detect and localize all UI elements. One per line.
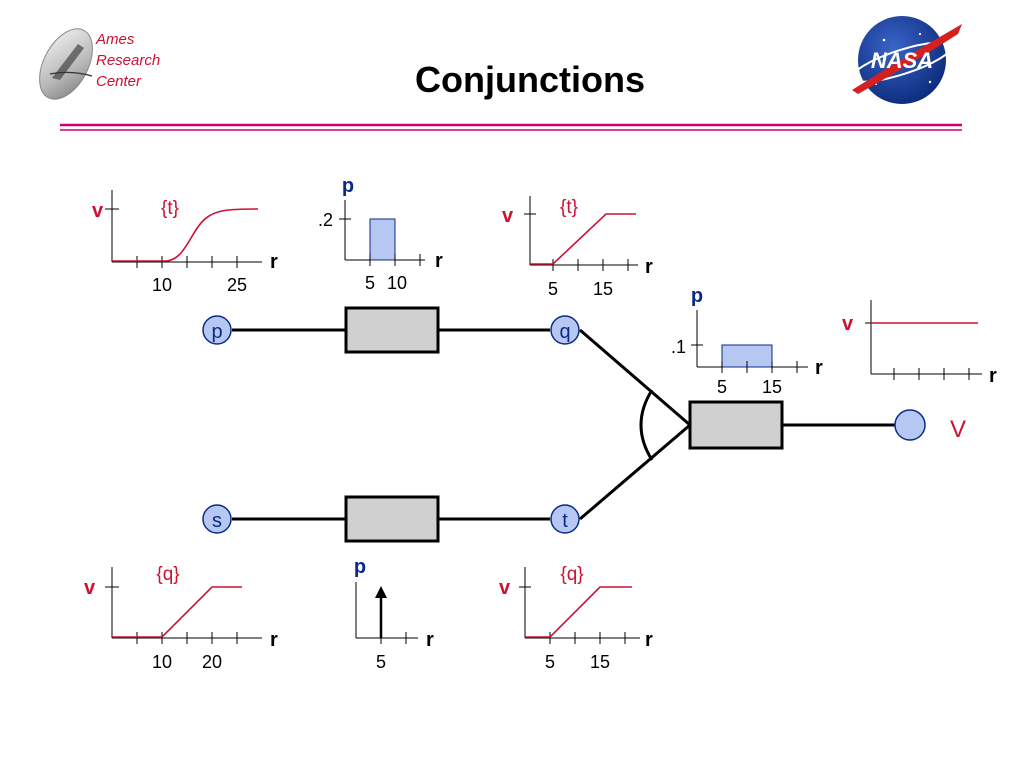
process-box-bottom (344, 495, 440, 543)
value-curve (112, 208, 259, 262)
plot-xlabel: r (989, 365, 997, 387)
ames-logo-line-2: Research (96, 52, 160, 69)
plot-set-label: {q} (156, 564, 179, 585)
ames-logo-line-1: Ames (95, 31, 135, 48)
node-q: q (550, 315, 580, 345)
and-gate-arc (639, 389, 654, 461)
process-box-top (344, 306, 440, 354)
network-wires (232, 328, 896, 521)
process-box-conjunction (688, 400, 784, 450)
probability-bar (369, 218, 396, 261)
tick-label: 15 (593, 279, 613, 299)
plot-xlabel: r (645, 629, 653, 651)
plot-ylabel: v (92, 200, 104, 222)
plot-set-label: {t} (560, 197, 578, 218)
plot-ylabel: p (691, 285, 703, 307)
plot-bottom-left: v r {q} 10 20 (84, 564, 278, 672)
plot-bottom-right: v r {q} 5 15 (499, 564, 653, 672)
value-curve (530, 213, 636, 265)
value-curve (112, 586, 242, 638)
plot-ylabel: v (842, 313, 854, 335)
node-p-label: p (211, 321, 222, 343)
tick-label: 15 (762, 377, 782, 397)
tick-label: 5 (365, 273, 375, 293)
plot-right-middle: p r .1 5 15 (671, 285, 823, 397)
tick-label: 10 (152, 652, 172, 672)
plot-right-top: v r (842, 300, 997, 387)
plot-top-middle: p r .2 5 10 (318, 175, 443, 293)
ames-logo-line-3: Center (96, 73, 142, 90)
node-output (894, 409, 926, 441)
tick-label: 20 (202, 652, 222, 672)
plot-xlabel: r (645, 256, 653, 278)
value-curve (525, 586, 632, 638)
plot-xlabel: r (435, 250, 443, 272)
ytick-label: .1 (671, 337, 686, 357)
node-s-label: s (212, 510, 222, 532)
tick-label: 10 (387, 273, 407, 293)
tick-label: 10 (152, 275, 172, 295)
plot-xlabel: r (270, 251, 278, 273)
plot-xlabel: r (426, 629, 434, 651)
plot-ylabel: v (499, 577, 511, 599)
ames-logo: Ames Research Center (39, 28, 160, 100)
output-label-V: V (950, 416, 966, 443)
header-divider (60, 123, 962, 131)
node-q-label: q (559, 321, 570, 343)
plot-top-right: v r {t} 5 15 (502, 196, 653, 299)
node-t: t (550, 504, 580, 534)
plot-ylabel: p (354, 556, 366, 578)
tick-label: 5 (717, 377, 727, 397)
tick-label: 15 (590, 652, 610, 672)
tick-label: 5 (376, 652, 386, 672)
tick-label: 5 (545, 652, 555, 672)
nasa-logo: NASA (851, 16, 962, 104)
node-p: p (202, 315, 232, 345)
plot-ylabel: v (502, 205, 514, 227)
tick-label: 25 (227, 275, 247, 295)
page-title: Conjunctions (415, 59, 645, 100)
node-t-label: t (562, 510, 568, 532)
plot-ylabel: p (342, 175, 354, 197)
nasa-logo-text: NASA (871, 48, 933, 73)
plot-xlabel: r (815, 357, 823, 379)
plot-top-left: v r {t} 10 25 (92, 190, 278, 295)
ytick-label: .2 (318, 210, 333, 230)
plot-xlabel: r (270, 629, 278, 651)
tick-label: 5 (548, 279, 558, 299)
plot-bottom-middle: p r 5 (354, 556, 434, 672)
plot-set-label: {t} (161, 198, 179, 219)
node-s: s (202, 504, 232, 534)
plot-ylabel: v (84, 577, 96, 599)
plot-set-label: {q} (560, 564, 583, 585)
